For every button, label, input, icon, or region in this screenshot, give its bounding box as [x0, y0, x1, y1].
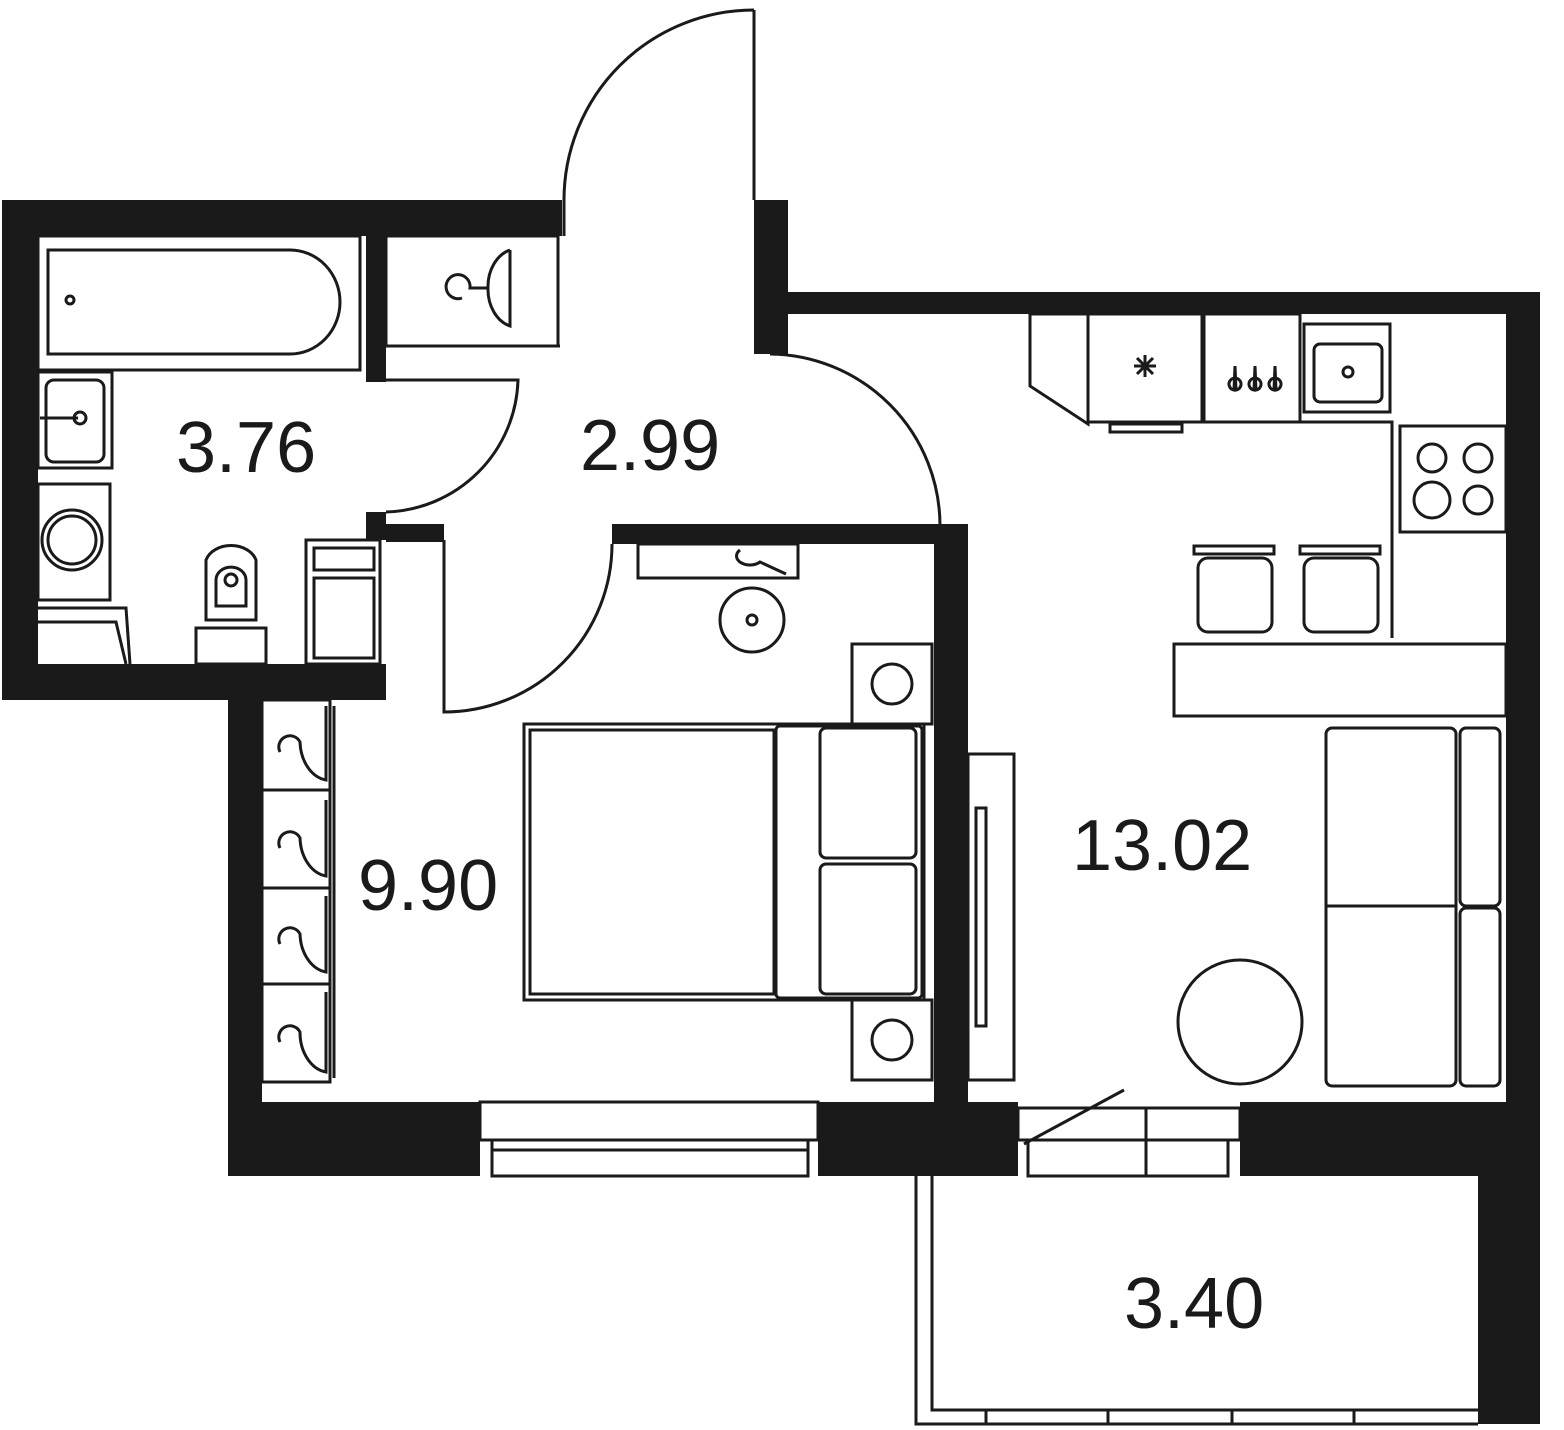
bedroom-window [478, 1100, 820, 1178]
bath-cabinet-drawer [312, 576, 376, 660]
wall-bath-bottom [2, 664, 386, 700]
kitchen-sink-bowl [1312, 342, 1384, 404]
kitchen-living-area-label: 13.02 [1072, 806, 1252, 886]
tv-stand [966, 752, 1016, 1082]
chair-1 [1196, 556, 1274, 634]
bedroom-fixtures [260, 542, 934, 1178]
counter [1300, 420, 1394, 638]
hanger-4 [277, 992, 328, 1074]
wall-bath-top [2, 200, 562, 236]
bed-headboard [774, 724, 924, 1000]
washbasin-frame [36, 370, 114, 470]
bathtub-drain [64, 294, 76, 306]
doors [385, 8, 942, 714]
balcony-rail [914, 1176, 1478, 1426]
wall-bath-left [2, 200, 38, 700]
wall-bottom-left [228, 1102, 480, 1176]
nightstand-bottom [850, 998, 934, 1082]
washbasin [44, 378, 106, 464]
bedroom-area-label: 9.90 [358, 846, 498, 926]
lamp-bottom [870, 1018, 914, 1062]
burner-2 [1462, 442, 1494, 474]
washing-machine-drum-inner [46, 514, 98, 566]
coffee-table [1176, 958, 1304, 1086]
wall-balcony-right [1478, 1176, 1540, 1424]
bathroom-area-label: 3.76 [176, 408, 316, 488]
fridge-handle [1108, 422, 1184, 434]
wall-bedroom-top [612, 524, 968, 544]
nightstand-top [850, 642, 934, 726]
wall-hall-stub [386, 524, 444, 542]
balcony-door [1016, 1106, 1242, 1178]
freezer-icon [1134, 355, 1156, 377]
kitchen-door [769, 352, 942, 527]
bathroom-door [385, 378, 520, 514]
wc-sink [486, 248, 512, 329]
balcony-outline [914, 1176, 1478, 1426]
stool [718, 586, 786, 654]
lamp-top [870, 662, 914, 706]
sofa-arm-1 [1458, 726, 1502, 908]
kitchen-corner-cabinet [1028, 312, 1090, 427]
chair-2-back [1298, 544, 1382, 556]
washing-machine-drum [40, 508, 104, 572]
hallway-area-label: 2.99 [580, 406, 720, 486]
balcony-area-label: 3.40 [1124, 1264, 1264, 1344]
walls [2, 200, 1540, 1424]
kitchen-fixtures [966, 312, 1508, 1178]
burner-4 [1462, 484, 1494, 516]
stool-center [745, 613, 759, 627]
toilet-flush [223, 572, 239, 588]
dishwasher [1202, 312, 1302, 424]
pillow-2 [818, 862, 918, 996]
wall-bottom-right [1240, 1102, 1540, 1176]
fridge [1086, 312, 1204, 424]
toilet [194, 543, 268, 666]
wall-bath-partition-low [366, 512, 386, 540]
cooktop [1398, 424, 1508, 534]
wall-bottom-mid [818, 1102, 1018, 1176]
bed [522, 722, 926, 1002]
bed-mattress [528, 728, 776, 996]
wc-sink-tap [444, 273, 488, 301]
bath-cabinet [304, 538, 382, 666]
washing-machine [36, 482, 112, 602]
hanger-3 [277, 896, 328, 974]
wardrobe [260, 698, 332, 1084]
entrance-door [562, 8, 756, 236]
kitchen-sink [1302, 322, 1392, 414]
bathtub-frame [36, 234, 362, 372]
bedroom-door [442, 540, 614, 714]
balcony-door-leaf [1023, 1088, 1125, 1146]
kitchen-sink-drain [1341, 365, 1355, 379]
bathroom-fixtures [36, 234, 560, 666]
sofa-arm-2 [1458, 906, 1502, 1088]
dresser [636, 542, 800, 580]
hanger-2 [277, 800, 328, 878]
toilet-seat [214, 565, 248, 608]
chair-1-back [1192, 544, 1276, 556]
wall-bedroom-kitchen [934, 524, 968, 1104]
wall-kitchen-top [788, 292, 1540, 314]
chair-2 [1302, 556, 1380, 634]
wc-sink-frame [384, 234, 560, 348]
pillow-1 [818, 726, 918, 860]
wall-bedroom-left [228, 700, 262, 1176]
bath-cabinet-inner [312, 546, 376, 572]
dining-table [1172, 642, 1508, 718]
burner-3 [1412, 480, 1452, 520]
wall-bath-partition [366, 236, 386, 382]
shelf [38, 606, 132, 665]
hanger-1 [277, 706, 328, 782]
bathtub [46, 248, 342, 356]
mirror [735, 548, 787, 576]
tv [974, 806, 988, 1028]
burner-1 [1416, 442, 1448, 474]
water-drops-icon [1227, 365, 1283, 392]
